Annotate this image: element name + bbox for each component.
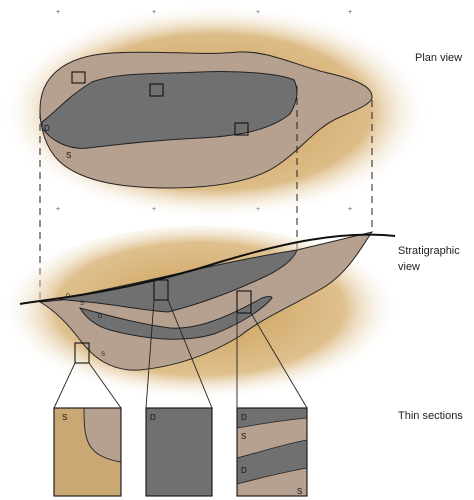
strat-sample-box <box>153 279 169 301</box>
thin-sections-label: Thin sections <box>398 410 463 422</box>
stratigraphic-view-label-line1: Stratigraphic <box>398 245 460 257</box>
thin-right-label: D <box>241 466 247 475</box>
sample-square <box>71 71 86 84</box>
thin-middle-label: D <box>150 413 156 422</box>
thin-section-middle: D <box>145 407 213 497</box>
sample-square <box>149 83 164 97</box>
stratigraphic-view: D S D S <box>0 226 400 410</box>
strat-lower-deposit <box>78 296 273 340</box>
plan-deposit-label: D <box>44 124 50 133</box>
magnification-lines <box>53 299 308 409</box>
thin-right-label: D <box>241 413 247 422</box>
grid-marker: + <box>348 206 352 213</box>
thin-right-label: S <box>241 432 246 441</box>
plan-sediment-label: S <box>66 151 71 160</box>
thin-section-left: S <box>53 407 122 497</box>
strat-layer-label: D <box>98 314 103 320</box>
strat-layer-label: D <box>66 294 71 300</box>
grid-marker: + <box>56 9 60 16</box>
strat-layer-label: S <box>101 352 105 358</box>
strat-sample-box <box>74 342 90 364</box>
thin-left-label: S <box>62 413 67 422</box>
grid-marker: + <box>56 206 60 213</box>
plan-view: D S <box>0 4 430 220</box>
thin-section-right: D S D S <box>236 407 308 497</box>
strat-sample-box <box>236 290 252 314</box>
stratigraphic-view-label-line2: view <box>398 261 420 273</box>
sample-square <box>234 122 249 136</box>
plan-deposit-area <box>41 70 298 149</box>
plan-view-label: Plan view <box>415 52 462 64</box>
ground-surface-line <box>19 233 396 305</box>
strat-layer-label: S <box>80 301 84 307</box>
grid-marker: + <box>348 9 352 16</box>
thin-right-label: S <box>297 487 302 496</box>
